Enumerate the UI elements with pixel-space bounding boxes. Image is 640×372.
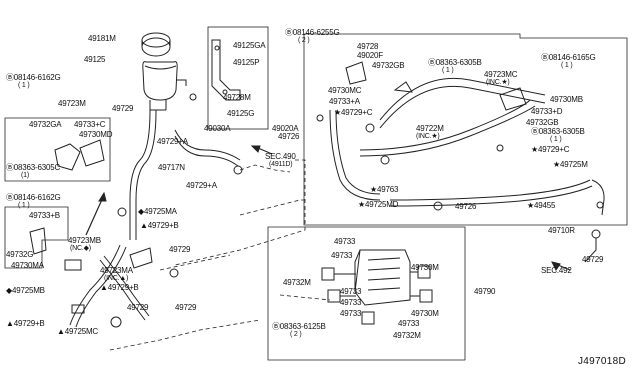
- label-49733D: 49733+D: [531, 107, 563, 116]
- label-49020F: 49020F: [357, 51, 383, 60]
- label-49125GA: 49125GA: [233, 41, 266, 50]
- label-49729A-b: 49729+A: [186, 181, 217, 190]
- diagram-code: J497018D: [578, 356, 626, 367]
- label-49729B-b: ▲49729+B: [100, 283, 139, 292]
- label-49730MD: 49730MD: [79, 130, 113, 139]
- label-08363-6125B: Ⓑ08363-6125B: [272, 322, 326, 331]
- label-49763: ★49763: [370, 185, 399, 194]
- label-49729-e: 49729: [582, 255, 604, 264]
- label-49725MA: ◆49725MA: [138, 207, 177, 216]
- label-08363-6305B-b: Ⓑ08363-6305B: [531, 127, 585, 136]
- oil-cooler-drawing: [321, 249, 433, 325]
- label-49733-c: 49733: [340, 287, 362, 296]
- label-49125G: 49125G: [227, 109, 255, 118]
- label-49125: 49125: [84, 55, 106, 64]
- label-49729B-a: ▲49729+B: [140, 221, 179, 230]
- label-08146-6162G-top: Ⓑ08146-6162G: [6, 73, 61, 82]
- label-49729A-a: 49729+A: [157, 137, 188, 146]
- label-49732GB-a: 49732GB: [372, 61, 405, 70]
- label-qty-2-b: ( 2 ): [290, 331, 302, 338]
- label-inc-star-b: (INC.★): [486, 79, 510, 86]
- label-49729C-b: ★49729+C: [531, 145, 570, 154]
- label-08146-6255G: Ⓑ08146-6255G: [285, 28, 340, 37]
- label-49730MB: 49730MB: [550, 95, 583, 104]
- label-49725MC: ▲49725MC: [57, 327, 99, 336]
- label-49723MA: 49723MA: [100, 266, 133, 275]
- label-49733-f: 49733: [398, 319, 420, 328]
- reservoir-tank-drawing: [141, 32, 187, 111]
- label-49728: 49728: [357, 42, 379, 51]
- label-49730M-a: 49730M: [411, 263, 439, 272]
- label-08146-6162G-mid: Ⓑ08146-6162G: [6, 193, 61, 202]
- label-49732G: 49732G: [6, 250, 34, 259]
- clamp-parts-drawing: [29, 93, 243, 328]
- label-49733-e: 49733: [340, 309, 362, 318]
- label-49733C-a: 49733+C: [74, 120, 106, 129]
- label-49726-a: 49726: [278, 132, 300, 141]
- label-49723M: 49723M: [58, 99, 86, 108]
- label-49732GA: 49732GA: [29, 120, 62, 129]
- label-49733A: 49733+A: [329, 97, 360, 106]
- hose-lines-drawing: [69, 77, 605, 328]
- label-49729C-a: ★49729+C: [334, 108, 373, 117]
- label-49732GB-b: 49732GB: [526, 118, 559, 127]
- label-sec490-sub: (4911D): [269, 161, 293, 168]
- label-49125P: 49125P: [233, 58, 260, 67]
- label-08363-6305B-a: Ⓑ08363-6305B: [428, 58, 482, 67]
- dashed-leaders-drawing: [109, 159, 331, 351]
- label-qty-1-c: ( 1 ): [18, 202, 30, 209]
- label-qty-1-b: (1): [21, 172, 29, 179]
- label-49455: ★49455: [527, 201, 556, 210]
- label-qty-1-d: ( 1 ): [442, 67, 454, 74]
- label-49181M: 49181M: [88, 34, 116, 43]
- label-49725M: ★49725M: [553, 160, 588, 169]
- label-qty-2-a: ( 2 ): [298, 37, 310, 44]
- label-49722M: 49722M: [416, 124, 444, 133]
- label-49726-b: 49726: [455, 202, 477, 211]
- label-49733-d: 49733: [340, 298, 362, 307]
- label-49729-a: 49729: [112, 104, 134, 113]
- label-49729-c: 49729: [127, 303, 149, 312]
- label-49729B-c: ▲49729+B: [6, 319, 45, 328]
- label-49730M-b: 49730M: [411, 309, 439, 318]
- label-08146-6165G: Ⓑ08146-6165G: [541, 53, 596, 62]
- label-sec490: SEC.490: [265, 152, 296, 161]
- reference-arrows-drawing: [85, 145, 571, 271]
- label-qty-1-a: ( 1 ): [18, 82, 30, 89]
- group-boxes-drawing: [4, 33, 628, 361]
- label-49728M: 49728M: [223, 93, 251, 102]
- label-49733B: 49733+B: [29, 211, 60, 220]
- label-49725MB: ◆49725MB: [6, 286, 45, 295]
- label-49020A: 49020A: [272, 124, 299, 133]
- label-inc-star-c: (INC.★): [416, 133, 440, 140]
- label-49733-a: 49733: [334, 237, 356, 246]
- label-49030A: 49030A: [204, 124, 231, 133]
- label-49710R: 49710R: [548, 226, 575, 235]
- label-49730MA: 49730MA: [11, 261, 44, 270]
- label-49729-b: 49729: [169, 245, 191, 254]
- label-08363-6305C: Ⓑ08363-6305C: [6, 163, 61, 172]
- label-qty-1-e: ( 1 ): [561, 62, 573, 69]
- label-sec492: SEC.492: [541, 266, 572, 275]
- label-49723MC: 49723MC: [484, 70, 518, 79]
- right-clamp-parts-drawing: [316, 61, 604, 211]
- label-nc-diamond: (NC.◆): [70, 245, 91, 252]
- label-49725MD: ★49725MD: [358, 200, 399, 209]
- label-49790: 49790: [474, 287, 496, 296]
- label-qty-1-f: ( 1 ): [550, 136, 562, 143]
- label-49732M-a: 49732M: [283, 278, 311, 287]
- label-49732M-b: 49732M: [393, 331, 421, 340]
- label-inc-triangle: (INC.▲): [104, 275, 129, 282]
- label-49730MC: 49730MC: [328, 86, 362, 95]
- label-49717N: 49717N: [158, 163, 185, 172]
- label-49723MB: 49723MB: [68, 236, 101, 245]
- label-49729-d: 49729: [175, 303, 197, 312]
- label-49733-b: 49733: [331, 251, 353, 260]
- bracket-assembly-drawing: [207, 26, 269, 130]
